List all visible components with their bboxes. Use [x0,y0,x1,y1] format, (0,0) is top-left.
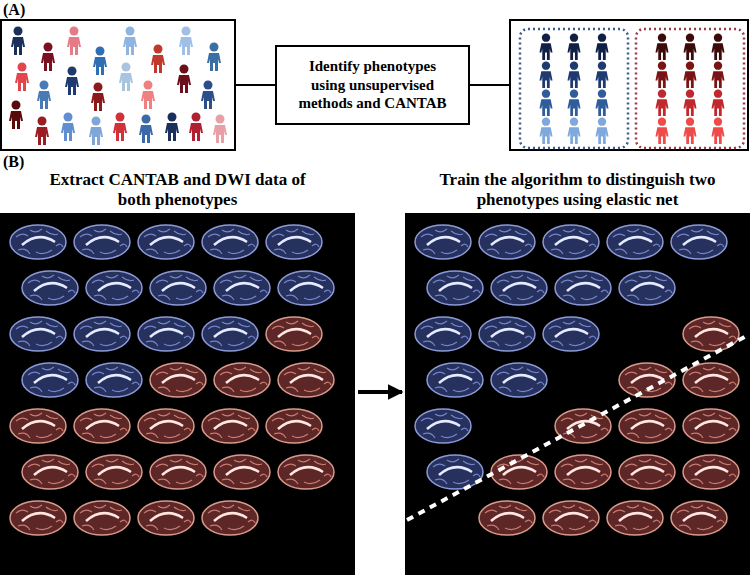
phenotype-box [510,20,748,150]
population-box [1,20,235,150]
wire [470,84,509,86]
decision-boundary [407,335,748,520]
brain-scans [10,225,334,535]
image-panel: Extract CANTAB and DWI data of both phen… [0,168,355,575]
blue-phenotype-people [539,33,608,144]
panel-label: (B) [3,153,24,171]
panel-label: (A) [3,1,25,19]
mixed-people [9,27,227,146]
flow-arrow [358,390,402,394]
box-text: Identify phenotypes using unsupervised m… [298,57,448,113]
wire [236,84,275,86]
red-group-outline [636,29,744,148]
process-box: Identify phenotypes using unsupervised m… [275,45,470,125]
brain-image [0,213,355,575]
red-phenotype-people [655,33,724,144]
brain-image [405,213,750,575]
brain-scans [415,225,739,535]
blue-group-outline [520,29,628,148]
image-panel: Train the algorithm to distinguish two p… [405,168,750,575]
panel-heading: Extract CANTAB and DWI data of both phen… [33,170,323,211]
panel-heading: Train the algorithm to distinguish two p… [423,170,733,211]
